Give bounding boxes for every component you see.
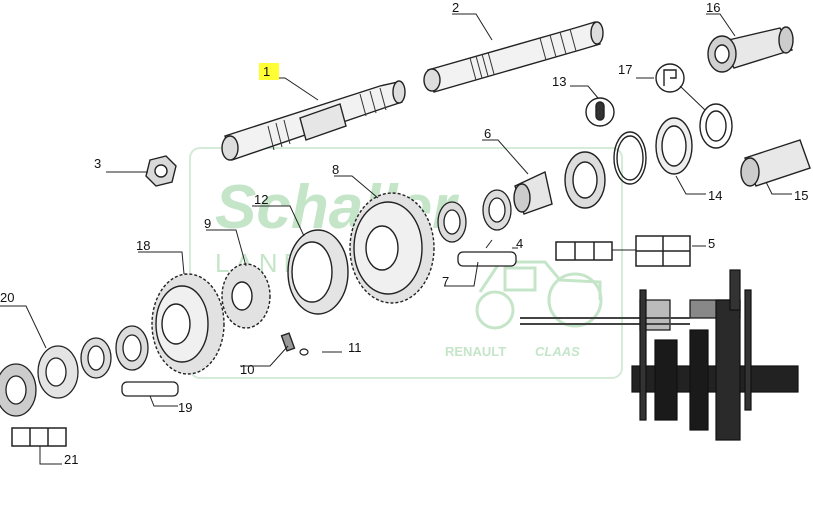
part-6-bearing — [513, 151, 606, 215]
part-9-hub — [221, 263, 271, 329]
leader-lines — [0, 13, 792, 465]
part-2-shaft — [423, 21, 604, 93]
part-17-clip — [655, 63, 685, 93]
label-5[interactable]: 5 — [708, 236, 715, 251]
label-16[interactable]: 16 — [706, 0, 720, 15]
part-3-nut — [145, 155, 177, 187]
label-13[interactable]: 13 — [552, 74, 566, 89]
label-9[interactable]: 9 — [204, 216, 211, 231]
label-1[interactable]: 1 — [263, 64, 270, 79]
label-12[interactable]: 12 — [254, 192, 268, 207]
watermark-brand-right: CLAAS — [535, 344, 580, 359]
part-10-spring — [280, 332, 296, 352]
part-5-kit — [555, 235, 691, 267]
label-19[interactable]: 19 — [178, 400, 192, 415]
needle-bearings — [437, 189, 512, 243]
label-21[interactable]: 21 — [64, 452, 78, 467]
label-10[interactable]: 10 — [240, 362, 254, 377]
label-17[interactable]: 17 — [618, 62, 632, 77]
label-14[interactable]: 14 — [708, 188, 722, 203]
watermark-frame — [189, 147, 623, 379]
label-1-highlight — [259, 63, 279, 80]
label-8[interactable]: 8 — [332, 162, 339, 177]
tractor-logo — [475, 260, 603, 330]
part-21-kit — [11, 427, 67, 447]
part-7-pin — [457, 251, 517, 267]
part-15-tube — [740, 139, 811, 187]
label-18[interactable]: 18 — [136, 238, 150, 253]
part-19-pin — [121, 381, 179, 397]
part-8-gear — [349, 192, 435, 304]
label-7[interactable]: 7 — [442, 274, 449, 289]
left-bearings — [0, 325, 149, 417]
part-1-shaft — [221, 80, 406, 161]
label-6[interactable]: 6 — [484, 126, 491, 141]
label-2[interactable]: 2 — [452, 0, 459, 15]
label-20[interactable]: 20 — [0, 290, 14, 305]
label-4[interactable]: 4 — [516, 236, 523, 251]
part-18-gear — [151, 273, 225, 375]
ring-washers — [613, 103, 733, 185]
label-15[interactable]: 15 — [794, 188, 808, 203]
assembled-gearbox — [520, 269, 799, 441]
part-labels: 1 2 3 4 5 6 7 8 9 10 11 12 13 14 15 16 1… — [0, 0, 808, 467]
label-3[interactable]: 3 — [94, 156, 101, 171]
label-11[interactable]: 11 — [348, 340, 362, 355]
part-16-sleeve — [707, 26, 794, 73]
part-12-synchro — [287, 229, 349, 315]
watermark-brand-left: RENAULT — [445, 344, 506, 359]
part-11-ball — [299, 348, 309, 356]
part-13-pin — [585, 97, 615, 127]
